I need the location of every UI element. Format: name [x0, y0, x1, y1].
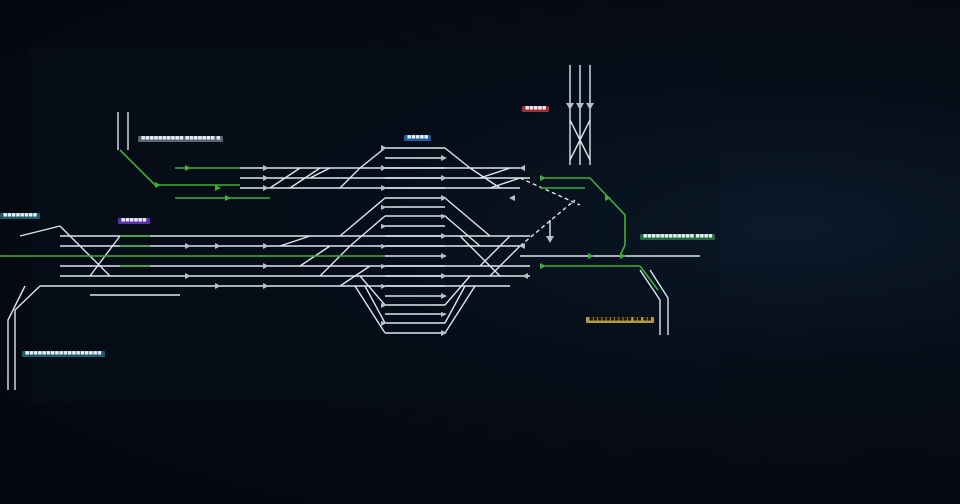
area-label-gold: ■■■■■■■■■■ ■■ ■■: [586, 317, 655, 323]
signals: [185, 103, 594, 289]
interlocking-panel: [30, 48, 720, 403]
green-signals: [155, 165, 626, 269]
idle-tracks: [7, 65, 700, 390]
block-label-purple: ■■■■■■: [118, 218, 150, 224]
route-label-green: ■■■■■■■■■■■■ ■■■■: [640, 234, 716, 240]
track-label-teal: ■■■■■■■■■■■■■■■■■■: [22, 351, 105, 357]
platform-signals: [381, 145, 447, 336]
track-label-grey: ■■■■■■■■■■ ■■■■■■■ ■: [138, 136, 224, 142]
platform-label-blue: ■■■■■: [404, 135, 432, 141]
edge-label: ■■■■■■■■: [0, 213, 41, 219]
occupied-routes: [0, 149, 659, 291]
station-label-red: ■■■■■: [522, 106, 550, 112]
